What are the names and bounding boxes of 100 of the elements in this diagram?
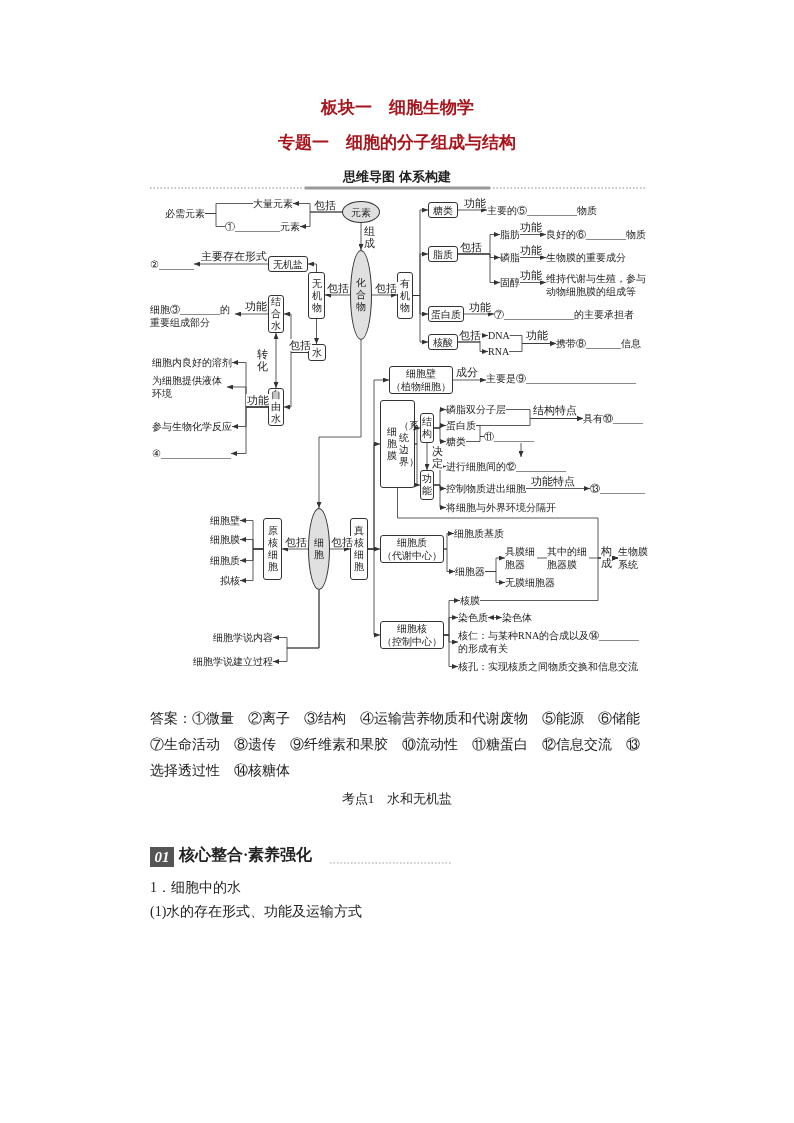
edge-label: 功能 xyxy=(468,301,492,313)
concept-text: 主要是⑨______________________ xyxy=(486,372,636,385)
concept-text: 糖类 xyxy=(446,435,466,448)
concept-text: 细胞质基质 xyxy=(454,527,504,540)
concept-box: 糖类 xyxy=(428,202,458,218)
connector-line xyxy=(536,557,548,559)
concept-text: 为细胞提供液体环境 xyxy=(152,374,227,400)
edge-label: 包括 xyxy=(459,241,483,253)
concept-box: 结合水 xyxy=(268,295,284,333)
concept-text: ⑦______________的主要承担者 xyxy=(494,308,634,321)
edge-label: 包括 xyxy=(458,329,482,341)
edge-label: 功能特点 xyxy=(530,475,576,487)
heading-text: 1．细胞中的水 xyxy=(150,879,241,897)
concept-text: 染色质 xyxy=(458,611,488,624)
edge-label: 成分 xyxy=(455,366,479,378)
concept-text: 脂肪 xyxy=(500,228,520,241)
concept-text: 生物膜的重要成分 xyxy=(546,251,626,264)
concept-text: 拟核 xyxy=(220,574,240,587)
subheading-text: (1)水的存在形式、功能及运输方式 xyxy=(150,903,363,921)
concept-text: 核仁：与某种RNA的合成以及⑭________的形成有关 xyxy=(458,629,643,655)
edge-label: 功能 xyxy=(519,269,543,281)
concept-text: RNA xyxy=(488,345,510,358)
concept-box: 细胞质 （代谢中心） xyxy=(380,535,444,563)
concept-text: 参与生物化学反应 xyxy=(152,420,232,433)
concept-box: 原核细胞 xyxy=(263,518,282,580)
edge-label: 包括 xyxy=(326,282,350,294)
edge-label: 结构特点 xyxy=(532,404,578,416)
section-number: 01 xyxy=(150,847,174,867)
edge-label: 功能 xyxy=(244,300,268,312)
subtitle: 专题一 细胞的分子组成与结构 xyxy=(277,131,517,154)
concept-text: ②_______ xyxy=(150,258,194,271)
concept-text: 蛋白质 xyxy=(446,419,476,432)
concept-box: 无机盐 xyxy=(268,256,308,272)
concept-box: 蛋白质 xyxy=(428,306,464,322)
edge-label: 功能 xyxy=(519,221,543,233)
concept-box: 脂质 xyxy=(428,246,458,262)
section-heading: 思维导图 体系构建 xyxy=(341,168,452,186)
edge-label: 功能 xyxy=(463,197,487,209)
edge-label: 转化 xyxy=(257,347,268,373)
concept-text: 细胞学说内容 xyxy=(213,631,273,644)
arrow xyxy=(273,332,279,389)
concept-text: DNA xyxy=(488,329,510,342)
edge-label: 组成 xyxy=(364,224,375,250)
concept-text: 控制物质进出细胞 xyxy=(446,482,526,495)
concept-box: 核酸 xyxy=(428,334,458,350)
concept-box: 细胞壁 （植物细胞） xyxy=(389,366,453,394)
edge-label: 功能 xyxy=(519,244,543,256)
concept-text: 主要的⑤__________物质 xyxy=(487,204,597,217)
edge-label: 包括 xyxy=(374,282,398,294)
concept-text: 细胞学说建立过程 xyxy=(193,655,273,668)
concept-text: 细胞质 xyxy=(210,554,240,567)
section-heading: 核心整合·素养强化 xyxy=(179,845,313,865)
concept-text: 良好的⑥________物质 xyxy=(546,228,646,241)
concept-text: 具有⑩______ xyxy=(583,412,643,425)
concept-text: 将细胞与外界环境分隔开 xyxy=(446,501,556,514)
edge-label: 主要存在形式 xyxy=(200,250,268,262)
concept-text: 核孔：实现核质之间物质交换和信息交流 xyxy=(458,660,638,673)
arrow xyxy=(487,615,503,620)
concept-text: 生物膜系统 xyxy=(618,545,650,571)
section-title: 考点1 水和无机盐 xyxy=(340,790,454,808)
concept-box: 细胞核 （控制中心） xyxy=(380,621,444,649)
connector-line xyxy=(204,213,226,227)
concept-box: 无机物 xyxy=(308,272,325,319)
concept-box: 有机物 xyxy=(397,272,413,319)
concept-text: ⑪________ xyxy=(484,430,534,443)
concept-text: 大量元素 xyxy=(253,197,293,210)
connector-line xyxy=(465,436,485,442)
concept-ellipse: 元素 xyxy=(342,201,380,223)
edge-label: 功能 xyxy=(525,329,549,341)
concept-box: 结构 xyxy=(420,413,434,443)
concept-text: 携带⑧_______信息 xyxy=(556,337,641,350)
concept-ellipse: 化合物 xyxy=(350,250,372,340)
answer-text: 答案：①微量 ②离子 ③结构 ④运输营养物质和代谢废物 ⑤能源 ⑥储能 ⑦生命活动 ⑧遗传 ⑨纤维素和果胶 ⑩流动性 ⑪糖蛋白 ⑫信息交流 ⑬选择透过性 ⑭核糖体 xyxy=(150,710,641,780)
edge-label: 包括 xyxy=(330,536,354,548)
edge-label: 功能 xyxy=(246,394,270,406)
concept-text: 必需元素 xyxy=(165,207,205,220)
concept-text: 细胞壁 xyxy=(210,514,240,527)
edge-label: 包括 xyxy=(313,199,337,211)
concept-text: ④______________ xyxy=(152,447,231,460)
concept-text: ①_________元素 xyxy=(225,220,300,233)
concept-text: 具膜细胞器 xyxy=(505,545,537,571)
concept-text: ⑬_________ xyxy=(590,482,645,495)
concept-text: 进行细胞间的⑫__________ xyxy=(446,460,566,473)
edge-label: 包括 xyxy=(284,536,308,548)
edge-label: 包括 xyxy=(288,339,312,351)
concept-text: 染色体 xyxy=(502,611,532,624)
concept-text: 细胞内良好的溶剂 xyxy=(152,356,232,369)
concept-text: 维持代谢与生殖，参与动物细胞膜的组成等 xyxy=(546,272,648,298)
concept-text: 核膜 xyxy=(460,594,480,607)
concept-text: 细胞器 xyxy=(455,565,485,578)
concept-text: 磷脂双分子层 xyxy=(446,403,506,416)
concept-text: 固醇 xyxy=(500,276,520,289)
concept-box: 功能 xyxy=(420,470,434,500)
concept-text: 其中的细胞器膜 xyxy=(547,545,589,571)
concept-ellipse: 细胞 xyxy=(308,508,330,590)
concept-text: 磷脂 xyxy=(500,251,520,264)
concept-text: 细胞膜 xyxy=(210,533,240,546)
edge-label: 构成 xyxy=(601,544,612,570)
title: 板块一 细胞生物学 xyxy=(319,96,475,119)
concept-text: 无膜细胞器 xyxy=(505,576,555,589)
